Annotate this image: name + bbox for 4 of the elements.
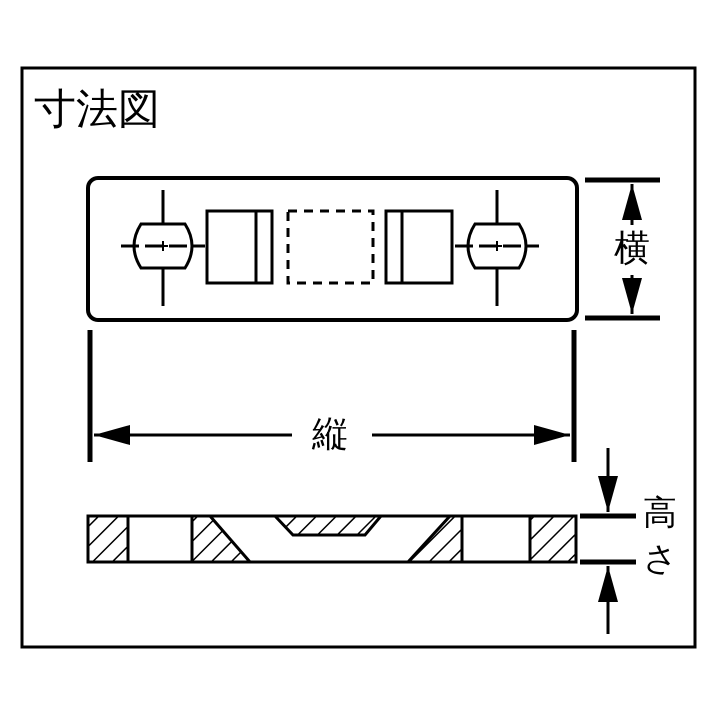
title: 寸法図 [34, 88, 160, 130]
dimension-label: 高さ [643, 492, 679, 581]
dimension-label: 縦 [312, 417, 348, 453]
dimension-label: 横 [614, 231, 650, 267]
